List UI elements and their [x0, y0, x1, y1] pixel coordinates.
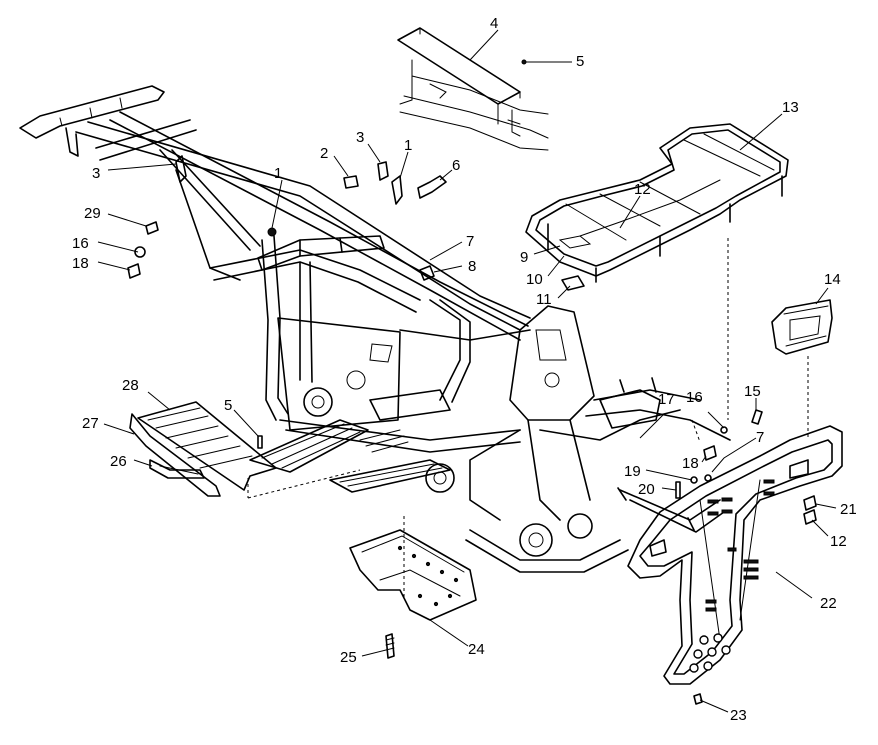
- callout-6: 6: [452, 157, 460, 174]
- callout-13: 13: [782, 99, 799, 116]
- callout-18-right: 18: [682, 455, 699, 472]
- callout-5-top: 5: [576, 53, 584, 70]
- leader-lines: [97, 29, 837, 713]
- callout-12-upper: 12: [634, 181, 651, 198]
- callout-7-right: 7: [756, 429, 764, 446]
- skid-plate: [349, 529, 477, 621]
- callout-26: 26: [110, 453, 127, 470]
- callout-8: 8: [468, 258, 476, 275]
- callout-labels: 1 1 2 3 3 4 5 5 6 7 7 8 9 10 11 12 12 13…: [72, 15, 857, 724]
- callout-16-left: 16: [72, 235, 89, 252]
- rear-rack: [525, 123, 789, 291]
- callout-14: 14: [824, 271, 841, 288]
- taillight: [771, 299, 833, 355]
- footrest-grate: [129, 401, 277, 497]
- main-frame: [19, 85, 731, 573]
- callout-24: 24: [468, 641, 485, 658]
- callout-11: 11: [536, 291, 552, 308]
- callout-25: 25: [340, 649, 357, 666]
- callout-21: 21: [840, 501, 857, 518]
- callout-20: 20: [638, 481, 655, 498]
- callout-1-right: 1: [404, 137, 412, 154]
- callout-7-upper: 7: [466, 233, 474, 250]
- callout-4: 4: [490, 15, 498, 32]
- callout-17: 17: [658, 391, 675, 408]
- callout-27: 27: [82, 415, 99, 432]
- front-bumper: [627, 425, 843, 685]
- heat-shield-assembly: [397, 27, 549, 151]
- callout-28: 28: [122, 377, 139, 394]
- callout-15: 15: [744, 383, 761, 400]
- callout-9: 9: [520, 249, 528, 266]
- callout-23: 23: [730, 707, 747, 724]
- callout-22: 22: [820, 595, 837, 612]
- callout-5-left: 5: [224, 397, 232, 414]
- callout-10: 10: [526, 271, 543, 288]
- callout-3-left: 3: [92, 165, 100, 182]
- callout-29: 29: [84, 205, 101, 222]
- callout-2: 2: [320, 145, 328, 162]
- callout-1-left: 1: [274, 165, 282, 182]
- callout-12-lower: 12: [830, 533, 847, 550]
- callout-3-upper: 3: [356, 129, 364, 146]
- callout-19: 19: [624, 463, 641, 480]
- callout-16-right: 16: [686, 389, 703, 406]
- callout-18-left: 18: [72, 255, 89, 272]
